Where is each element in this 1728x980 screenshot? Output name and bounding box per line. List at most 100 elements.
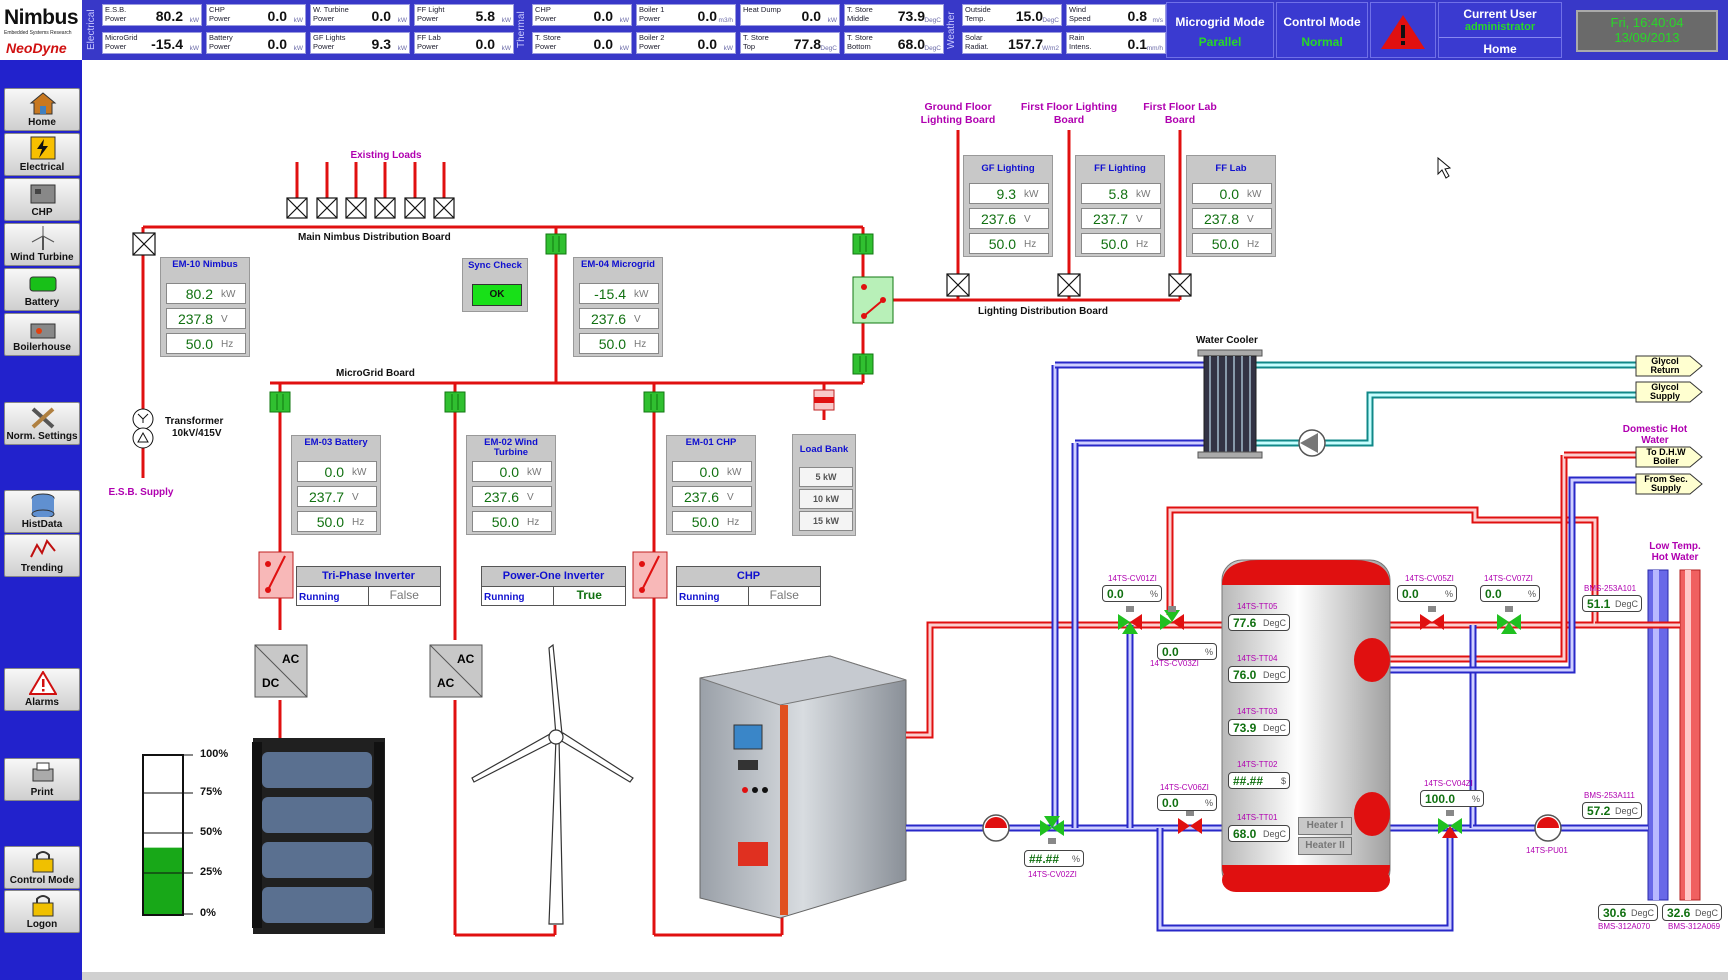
meter-v-value: 237.6 bbox=[483, 489, 519, 505]
tank-temp-value: 73.9 bbox=[1233, 721, 1257, 735]
load-bank-option-button[interactable]: 15 kW bbox=[799, 511, 853, 531]
load-bank-option-button[interactable]: 5 kW bbox=[799, 467, 853, 487]
lightning-icon bbox=[29, 136, 57, 160]
closed-breaker-marks bbox=[276, 236, 867, 410]
sidebar-button-control-mode[interactable]: Control Mode bbox=[4, 846, 80, 889]
wind-turbine-image bbox=[471, 643, 634, 925]
weather-meter-label: Outside Temp. bbox=[965, 5, 991, 23]
meter-kw-unit: kW bbox=[1136, 189, 1151, 200]
heater-button-1[interactable]: Heater I bbox=[1298, 817, 1352, 835]
lighting-board-title-0: Ground Floor Lighting Board bbox=[920, 101, 996, 126]
meter-hz-unit: Hz bbox=[527, 517, 540, 528]
electrical-meter-unit: kW bbox=[189, 45, 199, 52]
sidebar-button-wind-turbine[interactable]: Wind Turbine bbox=[4, 223, 80, 266]
meter-v-unit: V bbox=[221, 314, 228, 325]
mouse-cursor bbox=[1437, 156, 1452, 179]
electrical-meter-label: E.S.B. Power bbox=[105, 5, 127, 23]
glycol-pipes bbox=[1205, 361, 1640, 447]
sidebar-button-histdata[interactable]: HistData bbox=[4, 490, 80, 533]
meter-title: GF Lighting bbox=[981, 163, 1035, 174]
alarm-indicator[interactable] bbox=[1370, 2, 1436, 58]
bottom-scrollbar[interactable] bbox=[82, 972, 1728, 980]
valve-position-value: ##.## bbox=[1029, 852, 1060, 866]
tank-temp-unit: $ bbox=[1280, 776, 1286, 786]
electrical-meter-value: 0.0 bbox=[371, 8, 391, 24]
valve-position-value: 0.0 bbox=[1485, 587, 1502, 601]
hot-pipes bbox=[906, 451, 1640, 739]
battery-stack-image bbox=[252, 738, 385, 934]
inverter-running-value: False bbox=[747, 586, 821, 605]
electrical-meter-label: CHP Power bbox=[209, 5, 231, 23]
battery-gauge-level-label: 50% bbox=[200, 826, 223, 838]
inverter-running-value: False bbox=[367, 586, 441, 605]
bms-temp-value: 51.1 bbox=[1587, 597, 1611, 611]
meter-v-value: 237.6 bbox=[683, 489, 719, 505]
thermal-meter-unit: DegC bbox=[924, 17, 941, 24]
weather-meter-label: Wind Speed bbox=[1069, 5, 1091, 23]
valve-tag: 14TS-CV05ZI bbox=[1405, 574, 1454, 583]
sidebar-button-label: Print bbox=[30, 787, 54, 798]
transformer-rating: 10kV/415V bbox=[172, 428, 222, 439]
tank-temp-unit: DegC bbox=[1262, 670, 1286, 680]
electrical-meter-value: 0.0 bbox=[267, 8, 287, 24]
print-icon bbox=[29, 761, 57, 785]
sidebar-button-label: Boilerhouse bbox=[13, 342, 71, 353]
sync-check-status: OK bbox=[472, 284, 522, 306]
battery-level-fill bbox=[144, 847, 182, 914]
meter-hz-value: 50.0 bbox=[316, 514, 344, 530]
meter-v-unit: V bbox=[1247, 214, 1254, 225]
electrical-meter-value: 5.8 bbox=[475, 8, 495, 24]
low-temp-hot-water-label: Low Temp. Hot Water bbox=[1649, 541, 1701, 563]
sidebar-button-print[interactable]: Print bbox=[4, 758, 80, 801]
date-display: 13/09/2013 bbox=[1614, 30, 1680, 45]
sidebar-button-boilerhouse[interactable]: Boilerhouse bbox=[4, 313, 80, 356]
trend-icon bbox=[29, 537, 57, 561]
sidebar-button-home[interactable]: Home bbox=[4, 88, 80, 131]
sidebar-button-battery[interactable]: Battery bbox=[4, 268, 80, 311]
load-bank-option-button[interactable]: 10 kW bbox=[799, 489, 853, 509]
sidebar-button-alarms[interactable]: Alarms bbox=[4, 668, 80, 711]
heater-button-2[interactable]: Heater II bbox=[1298, 837, 1352, 855]
bms-temp-unit: DegC bbox=[1630, 908, 1654, 918]
weather-meter-label: Solar Radiat. bbox=[965, 33, 989, 51]
meter-hz-unit: Hz bbox=[1247, 239, 1260, 250]
microgrid-mode-title: Microgrid Mode bbox=[1175, 15, 1265, 29]
sidebar-button-chp[interactable]: CHP bbox=[4, 178, 80, 221]
time-display: Fri, 16:40:04 bbox=[1610, 15, 1684, 30]
valve-position-value: 0.0 bbox=[1402, 587, 1419, 601]
tank-temp-tag: 14TS-TT03 bbox=[1237, 707, 1278, 716]
sidebar-button-norm-settings[interactable]: Norm. Settings bbox=[4, 402, 80, 445]
thermal-meter-label: T. Store Top bbox=[743, 33, 769, 51]
main-distribution-board-label: Main Nimbus Distribution Board bbox=[298, 232, 451, 243]
electrical-meter-label: GF Lights Power bbox=[313, 33, 346, 51]
meter-kw-value: -15.4 bbox=[594, 286, 626, 302]
sync-check-panel: Sync Check OK bbox=[462, 258, 528, 312]
sidebar-button-trending[interactable]: Trending bbox=[4, 534, 80, 577]
sidebar-button-electrical[interactable]: Electrical bbox=[4, 133, 80, 176]
water-cooler bbox=[1197, 349, 1263, 459]
inverter-running-label: Running bbox=[484, 592, 525, 603]
thermal-meter-label: T. Store Power bbox=[535, 33, 561, 51]
sidebar-button-logon[interactable]: Logon bbox=[4, 890, 80, 933]
valve-tag: 14TS-CV03ZI bbox=[1150, 659, 1199, 668]
database-icon bbox=[29, 493, 57, 519]
alarm-icon bbox=[28, 670, 58, 695]
meter-kw-value: 5.8 bbox=[1108, 186, 1128, 202]
meter-hz-value: 50.0 bbox=[491, 514, 519, 530]
